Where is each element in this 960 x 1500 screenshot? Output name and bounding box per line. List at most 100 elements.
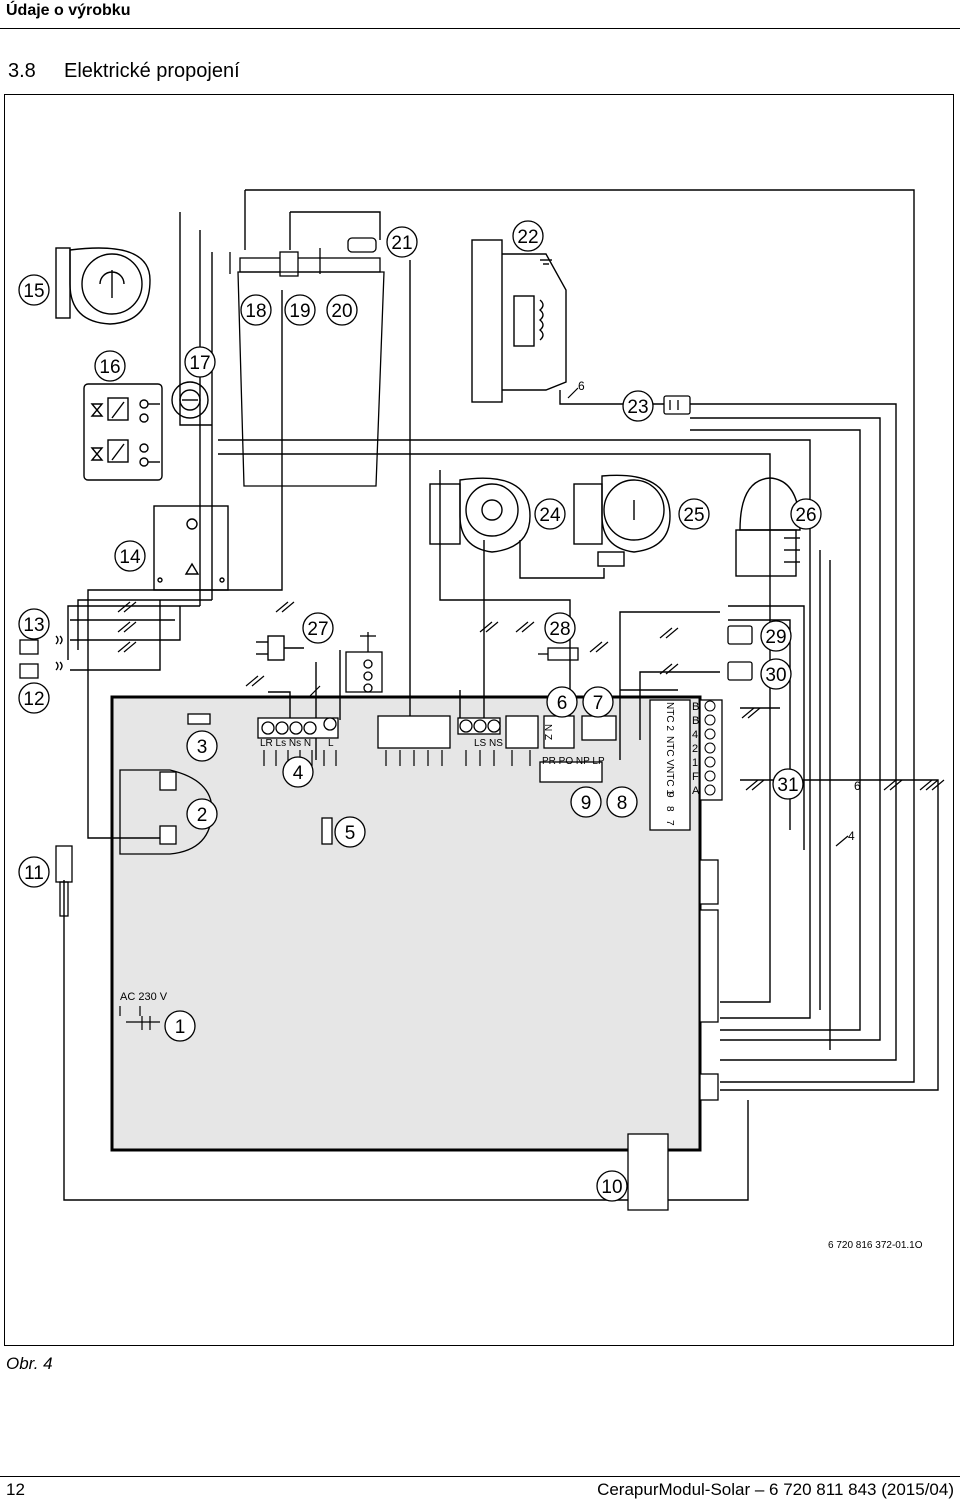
callout-number: 19 [289, 301, 310, 322]
figure-caption: Obr. 4 [6, 1354, 53, 1373]
terminal-b-screw [704, 714, 716, 726]
callout-number: 1 [175, 1017, 186, 1038]
callout-15: 15 [18, 274, 50, 306]
terminal-b-screw [704, 700, 716, 712]
callout-10: 10 [596, 1170, 628, 1202]
figure-reference-code: 6 720 816 372-01.1O [828, 1240, 923, 1251]
callout-9: 9 [570, 786, 602, 818]
callout-number: 6 [557, 693, 568, 714]
callout-6: 6 [546, 686, 578, 718]
page-header-title: Údaje o výrobku [6, 2, 131, 19]
callout-number: 18 [245, 301, 266, 322]
section-title: Elektrické propojení [64, 60, 240, 82]
terminal-label-9: 9 [664, 792, 675, 798]
callout-31: 31 [772, 768, 804, 800]
terminal-label-l: L [328, 738, 334, 749]
wire-mark-6-top: 6 [578, 379, 585, 393]
terminal-label-ntc1: NTC 1 [664, 766, 675, 795]
callout-number: 16 [99, 357, 120, 378]
terminal-b-label: 1 [692, 757, 698, 769]
callout-number: 30 [765, 665, 786, 686]
callout-1: 1 [164, 1010, 196, 1042]
connectors-12-13 [19, 635, 63, 679]
sensor-strip [229, 237, 385, 487]
callout-17: 17 [184, 346, 216, 378]
callout-number: 24 [539, 505, 561, 526]
callout-number: 14 [119, 547, 141, 568]
connectors-29-30 [727, 625, 753, 681]
callout-23: 23 [622, 390, 654, 422]
footer-page-number: 12 [6, 1480, 25, 1499]
callout-20: 20 [326, 294, 358, 326]
sensor-28 [538, 647, 579, 661]
callout-number: 23 [627, 397, 648, 418]
terminal-label-7: 7 [664, 820, 675, 826]
wire-routing [63, 189, 939, 1201]
callout-number: 2 [197, 805, 208, 826]
callout-number: 7 [593, 693, 604, 714]
component-17 [171, 381, 209, 419]
terminal-b-screw [704, 742, 716, 754]
header-rule [0, 28, 960, 29]
callout-number: 10 [601, 1177, 622, 1198]
callout-number: 25 [683, 505, 704, 526]
terminal-b-label: 4 [692, 729, 698, 741]
callout-number: 22 [517, 227, 538, 248]
wire-break-ticks [117, 387, 945, 847]
wire-mark-4: 4 [848, 829, 855, 843]
callout-number: 29 [765, 627, 786, 648]
callout-25: 25 [678, 498, 710, 530]
callout-number: 28 [549, 619, 570, 640]
callout-number: 9 [581, 793, 592, 814]
footer-rule [0, 1476, 960, 1477]
callout-11: 11 [18, 856, 50, 888]
terminal-b-label: A [692, 785, 700, 797]
callout-number: 3 [197, 737, 208, 758]
callout-number: 8 [617, 793, 628, 814]
callout-8: 8 [606, 786, 638, 818]
terminal-b-label: B [692, 715, 699, 727]
callout-19: 19 [284, 294, 316, 326]
terminal-b-screw [704, 770, 716, 782]
valve-block-16 [83, 383, 163, 481]
callout-13: 13 [18, 608, 50, 640]
terminal-b-screw [704, 756, 716, 768]
callout-30: 30 [760, 658, 792, 690]
module-14 [153, 505, 229, 591]
callout-16: 16 [94, 350, 126, 382]
terminal-label-ntc2: NTC 2 [664, 702, 675, 731]
terminal-b-label: B [692, 701, 699, 713]
callout-4: 4 [282, 756, 314, 788]
callout-number: 5 [345, 823, 356, 844]
pump-24 [429, 477, 531, 553]
callout-22: 22 [512, 220, 544, 252]
plug-27 [256, 635, 304, 661]
callout-number: 20 [331, 301, 352, 322]
callout-number: 27 [307, 619, 328, 640]
callout-29: 29 [760, 620, 792, 652]
callout-27: 27 [302, 612, 334, 644]
terminal-b-label: F [692, 771, 699, 783]
terminal-label-nz: N Z [542, 724, 553, 740]
figure-frame [4, 94, 954, 1346]
callout-7: 7 [582, 686, 614, 718]
callout-number: 15 [23, 281, 44, 302]
terminal-b-screw [704, 728, 716, 740]
valve-26 [735, 477, 801, 577]
connector-23 [663, 395, 691, 415]
callout-12: 12 [18, 682, 50, 714]
terminal-label-pr-po-np-lp: PR PO NP LP [542, 756, 605, 767]
callout-2: 2 [186, 798, 218, 830]
callout-number: 12 [23, 689, 44, 710]
terminal-label-ls-ns: LS NS [474, 738, 503, 749]
callout-26: 26 [790, 498, 822, 530]
callout-5: 5 [334, 816, 366, 848]
callout-number: 13 [23, 615, 44, 636]
terminal-b-label: 2 [692, 743, 698, 755]
terminal-label-8: 8 [664, 806, 675, 812]
control-board [110, 695, 702, 1152]
terminal-label-lr-ls-ns-n: LR Ls Ns N [260, 738, 311, 749]
callout-14: 14 [114, 540, 146, 572]
